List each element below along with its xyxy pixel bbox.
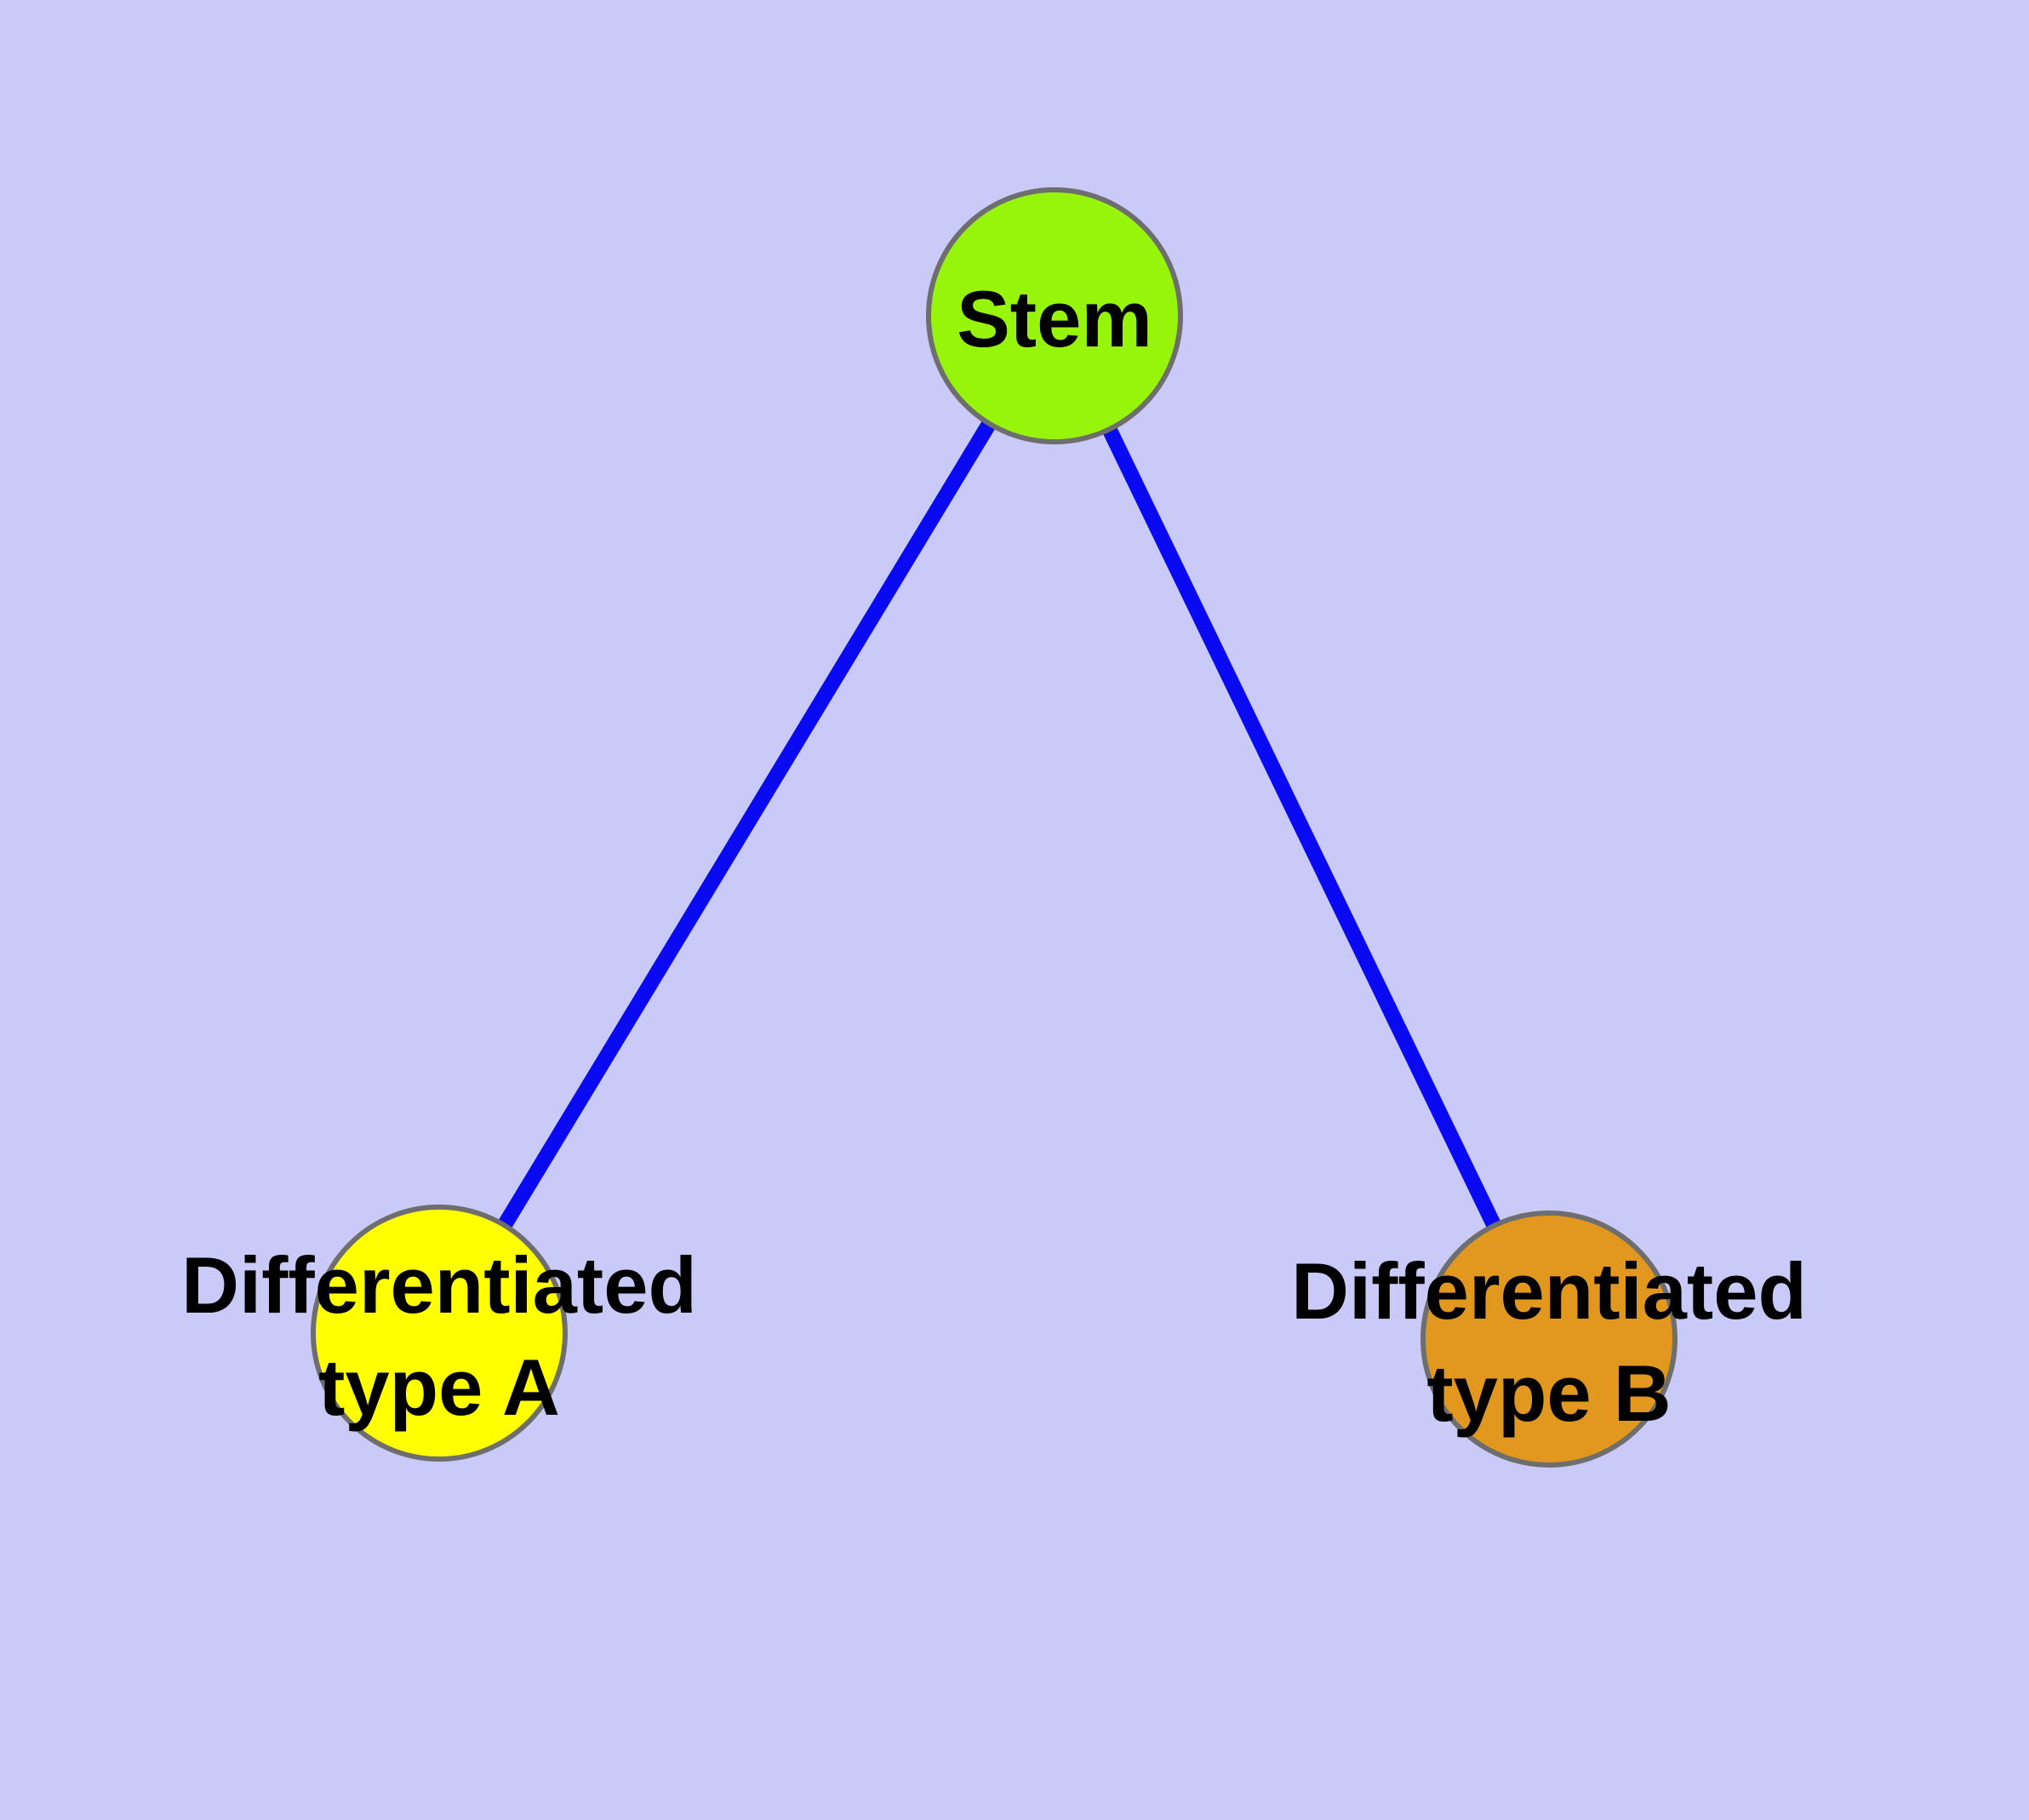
node-type-a-label-line2: type A: [318, 1342, 560, 1432]
node-type-a-label-line1: Differentiated: [181, 1240, 697, 1330]
node-type-b-label-line2: type B: [1426, 1348, 1671, 1438]
node-type-b-circle: [1420, 1210, 1677, 1468]
node-type-a-circle: [311, 1205, 568, 1462]
edge-stem-to-type-b: [1047, 312, 1557, 1342]
node-stem-label: Stem: [957, 274, 1152, 363]
node-type-b-label-line1: Differentiated: [1291, 1246, 1807, 1336]
edge-stem-to-type-a: [432, 312, 1061, 1337]
node-stem-circle: [926, 187, 1183, 444]
